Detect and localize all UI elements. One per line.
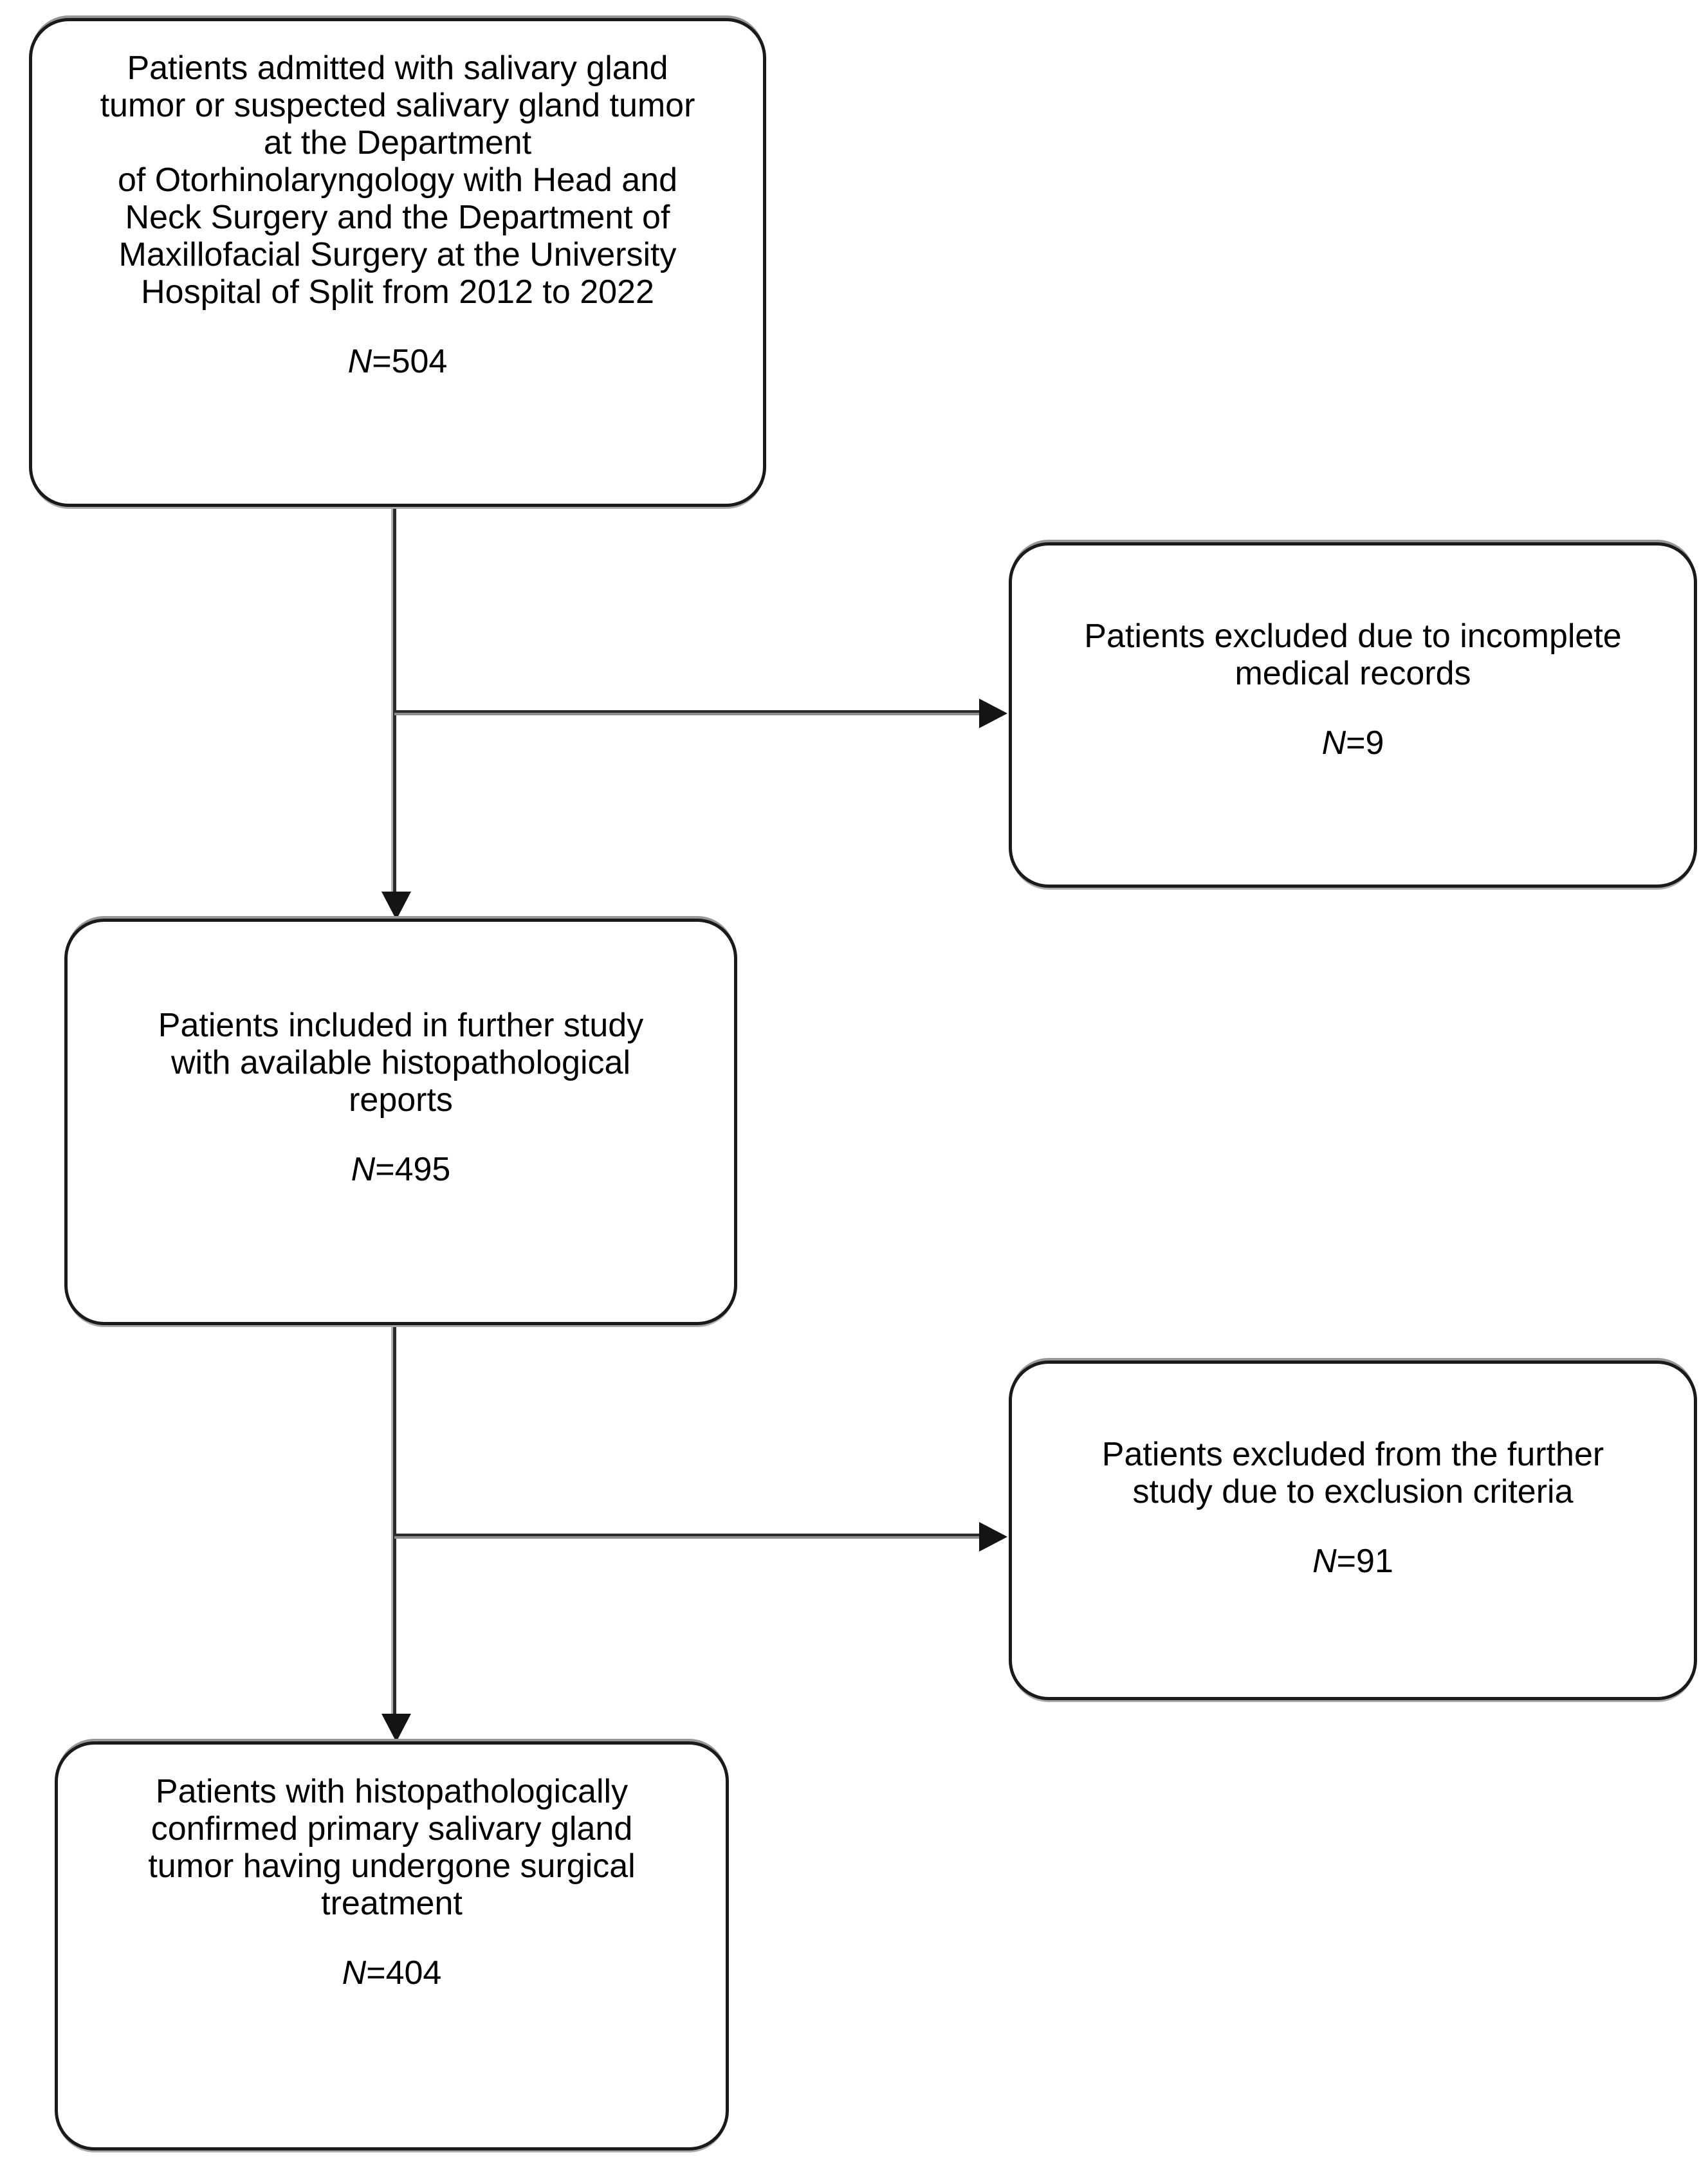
n-value: =495 — [375, 1151, 451, 1188]
n-symbol: N — [347, 343, 372, 380]
sample-size-label: N=91 — [1012, 1543, 1694, 1580]
arrow-right-to-excluded-criteria-box — [394, 1522, 1007, 1552]
n-value: =504 — [372, 343, 448, 380]
flow-box-admitted-patients: Patients admitted with salivary gland tu… — [29, 18, 766, 507]
box-text: Patients with histopathologically confir… — [148, 1773, 636, 1922]
flow-box-included-histopathological-reports: Patients included in further study with … — [64, 919, 737, 1325]
box-text: Patients included in further study with … — [158, 1007, 644, 1119]
n-value: =91 — [1336, 1543, 1393, 1580]
arrow-down-to-included-box — [381, 507, 411, 920]
n-symbol: N — [351, 1151, 376, 1188]
n-symbol: N — [1312, 1543, 1337, 1580]
n-symbol: N — [1321, 724, 1346, 762]
sample-size-label: N=504 — [32, 343, 763, 380]
arrow-down-to-confirmed-box — [381, 1325, 411, 1742]
n-value: =9 — [1346, 724, 1384, 762]
arrow-right-to-excluded-records-box — [394, 699, 1007, 728]
n-value: =404 — [366, 1954, 442, 1992]
flow-box-excluded-exclusion-criteria: Patients excluded from the further study… — [1009, 1361, 1697, 1700]
n-symbol: N — [342, 1954, 367, 1992]
flow-box-excluded-incomplete-records: Patients excluded due to incomplete medi… — [1009, 542, 1697, 888]
box-text: Patients excluded from the further study… — [1101, 1436, 1604, 1510]
flow-box-confirmed-surgical-treatment: Patients with histopathologically confir… — [55, 1741, 729, 2150]
sample-size-label: N=495 — [68, 1151, 734, 1188]
sample-size-label: N=404 — [58, 1954, 726, 1992]
box-text: Patients excluded due to incomplete medi… — [1084, 618, 1622, 692]
sample-size-label: N=9 — [1012, 724, 1694, 762]
box-text: Patients admitted with salivary gland tu… — [100, 50, 695, 311]
